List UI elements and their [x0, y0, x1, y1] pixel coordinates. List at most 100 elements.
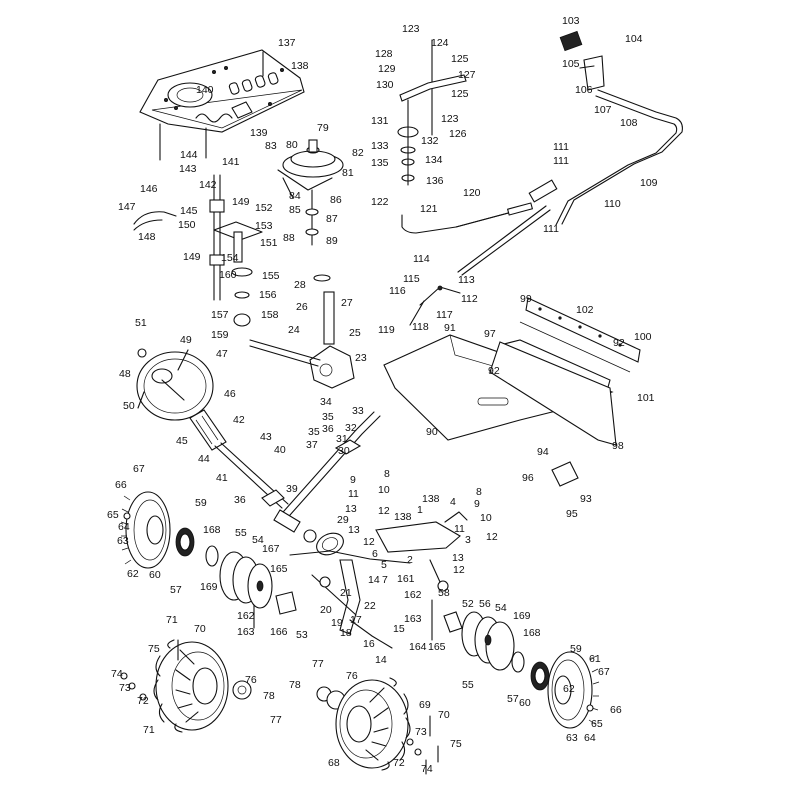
part-callout: 145	[180, 205, 198, 217]
part-callout: 148	[138, 231, 156, 243]
part-callout: 144	[180, 149, 198, 161]
part-callout: 8	[476, 486, 482, 498]
brake-disks-right	[431, 599, 515, 671]
part-callout: 7	[382, 574, 388, 586]
part-callout: 92	[488, 365, 500, 377]
seat-plate	[139, 49, 305, 161]
part-callout: 157	[211, 309, 229, 321]
part-callout: 125	[451, 88, 469, 100]
part-callout: 57	[507, 693, 519, 705]
part-callout: 58	[438, 587, 450, 599]
part-callout: 112	[461, 293, 478, 305]
part-callout: 34	[320, 396, 332, 408]
part-callout: 50	[123, 400, 135, 412]
part-callout: 29	[337, 514, 349, 526]
part-callout: 12	[453, 564, 465, 576]
part-callout: 75	[148, 643, 160, 655]
part-callout: 62	[563, 683, 575, 695]
part-callout: 111	[543, 223, 559, 235]
part-callout: 37	[306, 439, 318, 451]
part-callout: 162	[404, 589, 422, 601]
part-callout: 47	[216, 348, 228, 360]
part-callout: 138	[422, 493, 440, 505]
seat-adjuster-column	[133, 174, 263, 327]
part-callout: 98	[612, 440, 624, 452]
part-callout: 139	[250, 127, 268, 139]
part-callout: 10	[378, 484, 390, 496]
part-callout: 143	[179, 163, 197, 175]
part-callout: 122	[371, 196, 389, 208]
part-callout: 136	[426, 175, 444, 187]
part-callout: 154	[221, 252, 239, 264]
part-callout: 94	[537, 446, 549, 458]
brake-linkage	[397, 39, 534, 234]
part-callout: 1	[417, 504, 423, 516]
part-callout: 67	[133, 463, 145, 475]
part-callout: 51	[135, 317, 147, 329]
part-callout: 39	[286, 483, 298, 495]
part-callout: 59	[195, 497, 207, 509]
part-callout: 97	[484, 328, 496, 340]
part-callout: 163	[404, 613, 422, 625]
part-callout: 62	[127, 568, 139, 580]
part-callout: 162	[237, 610, 255, 622]
part-callout: 26	[296, 301, 308, 313]
part-callout: 151	[260, 237, 278, 249]
part-callout: 131	[371, 115, 389, 127]
part-callout: 164	[409, 641, 427, 653]
part-callout: 54	[495, 602, 507, 614]
part-callout: 4	[450, 496, 456, 508]
part-callout: 132	[421, 135, 439, 147]
part-callout: 91	[444, 322, 456, 334]
part-callout: 137	[278, 37, 296, 49]
part-callout: 165	[428, 641, 446, 653]
part-callout: 12	[378, 505, 390, 517]
part-callout: 28	[294, 279, 306, 291]
part-callout: 59	[570, 643, 582, 655]
part-callout: 123	[402, 23, 420, 35]
part-callout: 101	[637, 392, 655, 404]
part-callout: 74	[421, 763, 433, 775]
part-callout: 155	[262, 270, 280, 282]
part-callout: 117	[436, 309, 453, 321]
part-callout: 77	[312, 658, 324, 670]
part-callout: 69	[419, 699, 431, 711]
part-callout: 142	[199, 179, 217, 191]
part-callout: 168	[203, 524, 221, 536]
part-callout: 86	[330, 194, 342, 206]
part-callout: 76	[245, 674, 257, 686]
part-callout: 53	[296, 629, 308, 641]
part-callout: 74	[111, 668, 123, 680]
part-callout: 118	[412, 321, 429, 333]
part-callout: 133	[371, 140, 389, 152]
part-callout: 140	[196, 84, 214, 96]
brake-disks-left	[219, 551, 297, 629]
rear-wheel-right	[316, 677, 439, 775]
part-callout: 82	[352, 147, 364, 159]
part-callout: 126	[449, 128, 467, 140]
part-callout: 66	[115, 479, 127, 491]
part-callout: 93	[580, 493, 592, 505]
part-callout: 72	[393, 757, 405, 769]
part-callout: 125	[451, 53, 469, 65]
part-callout: 88	[283, 232, 295, 244]
part-callout: 70	[194, 623, 206, 635]
part-callout: 19	[331, 617, 343, 629]
part-callout: 129	[378, 63, 396, 75]
part-callout: 169	[513, 610, 531, 622]
part-callout: 95	[566, 508, 578, 520]
part-callout: 116	[389, 285, 406, 297]
part-callout: 61	[589, 653, 601, 665]
part-callout: 80	[286, 139, 298, 151]
part-callout: 6	[372, 548, 378, 560]
part-callout: 55	[462, 679, 474, 691]
part-callout: 67	[598, 666, 610, 678]
part-callout: 13	[452, 552, 464, 564]
part-callout: 130	[376, 79, 394, 91]
part-callout: 64	[584, 732, 596, 744]
part-callout: 66	[610, 704, 622, 716]
part-callout: 68	[328, 757, 340, 769]
part-callout: 21	[340, 587, 352, 599]
part-callout: 161	[397, 573, 415, 585]
part-callout: 76	[346, 670, 358, 682]
